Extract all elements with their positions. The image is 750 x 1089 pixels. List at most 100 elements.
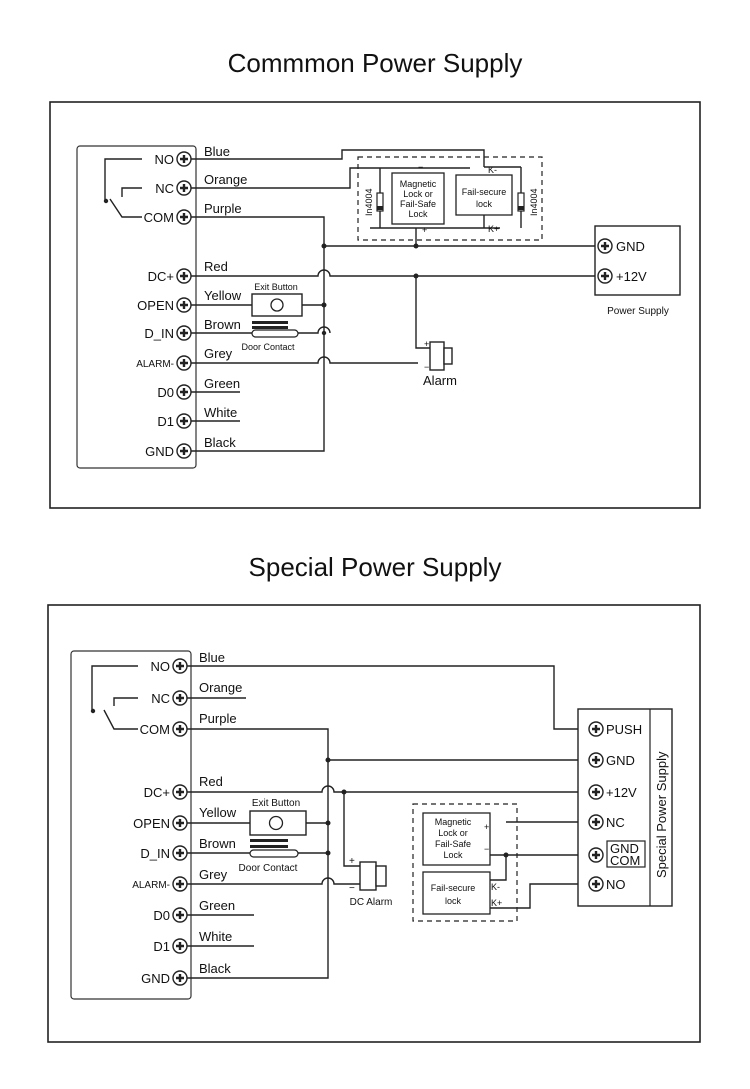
terminal-icon — [587, 751, 605, 769]
plus-sign: + — [484, 822, 489, 832]
wire-label: Yellow — [199, 805, 237, 820]
wire-label: Red — [204, 259, 228, 274]
terminal-icon — [171, 657, 189, 675]
minus-sign: − — [349, 883, 355, 894]
terminal-icon — [175, 412, 193, 430]
diagram1-title: Commmon Power Supply — [227, 48, 523, 78]
alarm-label: Alarm — [423, 373, 457, 388]
lock-text: Lock or — [403, 189, 433, 199]
terminal-icon — [171, 814, 189, 832]
terminal-icon — [171, 906, 189, 924]
special-power-supply: PUSH GND +12V NC GND COM NO Special Powe… — [577, 708, 673, 907]
terminal-icon — [596, 267, 614, 285]
terminal-icon — [175, 442, 193, 460]
terminal-icon — [175, 179, 193, 197]
lock-text: Magnetic — [435, 817, 472, 827]
wire-label: Black — [199, 961, 231, 976]
psu-term-label: GND — [610, 841, 639, 856]
terminal-label: OPEN — [133, 816, 170, 831]
wire-label: Black — [204, 435, 236, 450]
relay-contact-symbol-2 — [90, 665, 138, 730]
wire-label: Red — [199, 774, 223, 789]
terminal-label: NO — [151, 659, 171, 674]
terminal-label: GND — [141, 971, 170, 986]
terminal-icon — [175, 267, 193, 285]
terminal-icon — [171, 844, 189, 862]
controller1-box — [76, 145, 197, 469]
lock-text: Lock or — [438, 828, 468, 838]
plus-sign: + — [424, 339, 429, 349]
psu-term-label: PUSH — [606, 722, 642, 737]
wire-label: Purple — [204, 201, 242, 216]
terminal-label: NC — [155, 181, 174, 196]
relay-contact-symbol — [103, 158, 142, 218]
wire-label: White — [204, 405, 237, 420]
diagram2-wires — [187, 665, 588, 979]
psu-label: Power Supply — [607, 306, 669, 317]
lock-text: lock — [445, 896, 462, 906]
wire-labels: Blue Orange Purple Red Yellow Brown Grey… — [204, 144, 247, 450]
terminal-icon — [171, 720, 189, 738]
alarm-label: DC Alarm — [350, 897, 393, 908]
diagram1-frame — [49, 101, 701, 509]
wire-label: Grey — [204, 346, 233, 361]
lock-text: lock — [476, 199, 493, 209]
diagram2: NO NC COM DC+ OPEN D_IN ALARM- D0 D1 GND… — [47, 604, 701, 1043]
power-supply-1: GND +12V Power Supply — [594, 225, 681, 317]
diode-label: In4004 — [364, 188, 374, 216]
locks-2: Magnetic Lock or Fail-Safe Lock + − Fail… — [412, 803, 518, 922]
terminal-icon — [171, 969, 189, 987]
terminal-icon — [587, 813, 605, 831]
terminal-label: D_IN — [144, 326, 174, 341]
lock-text: Fail-Safe — [435, 839, 471, 849]
controller2-terminals: NO NC COM DC+ OPEN D_IN ALARM- D0 D1 GND — [132, 657, 189, 987]
terminal-label: GND — [145, 444, 174, 459]
lock-text: Magnetic — [400, 179, 437, 189]
terminal-icon — [171, 875, 189, 893]
wire-label: White — [199, 929, 232, 944]
terminal-icon — [171, 689, 189, 707]
diagram2-title: Special Power Supply — [248, 552, 502, 582]
minus-sign: − — [484, 844, 489, 854]
wire-label: Blue — [204, 144, 230, 159]
wire-label: Green — [199, 898, 235, 913]
wire-label: Grey — [199, 867, 228, 882]
locks-1: Magnetic Lock or Fail-Safe Lock Fail-sec… — [357, 156, 543, 241]
door-contact-1: Door Contact — [241, 321, 299, 352]
door-contact-label: Door Contact — [239, 863, 298, 874]
psu-term-label: +12V — [606, 785, 637, 800]
exit-button-2: Exit Button — [249, 798, 307, 836]
terminal-icon — [171, 937, 189, 955]
door-contact-2: Door Contact — [239, 839, 299, 874]
k-plus: K+ — [491, 898, 502, 908]
terminal-label: DC+ — [148, 269, 174, 284]
terminal-label: ALARM- — [136, 359, 174, 370]
alarm-1: + − Alarm — [423, 339, 457, 388]
plus-sign: + — [422, 225, 427, 235]
terminal-label: OPEN — [137, 298, 174, 313]
terminal-icon — [175, 208, 193, 226]
lock-text: Fail-secure — [462, 187, 507, 197]
psu-gnd-label: GND — [616, 239, 645, 254]
terminal-icon — [596, 237, 614, 255]
terminal-icon — [171, 783, 189, 801]
psu-term-label: NO — [606, 877, 626, 892]
terminal-icon — [175, 324, 193, 342]
alarm-2: + − DC Alarm — [349, 856, 392, 908]
controller1-terminals: NO NC COM DC+ OPEN D_IN ALARM- D0 D1 GND — [136, 150, 193, 460]
psu-term-label: GND — [606, 753, 635, 768]
terminal-label: NO — [155, 152, 175, 167]
exit-button-1: Exit Button — [251, 282, 303, 317]
wire-label: Purple — [199, 711, 237, 726]
diagram1-wires — [191, 149, 680, 452]
terminal-icon — [587, 783, 605, 801]
terminal-label: D0 — [153, 908, 170, 923]
wire-label: Yellow — [204, 288, 242, 303]
wire-labels-2: Blue Orange Purple Red Yellow Brown Grey… — [199, 650, 242, 976]
terminal-icon — [587, 846, 605, 864]
terminal-icon — [175, 150, 193, 168]
lock-text: Lock — [443, 850, 463, 860]
wire-label: Orange — [204, 172, 247, 187]
terminal-icon — [587, 720, 605, 738]
